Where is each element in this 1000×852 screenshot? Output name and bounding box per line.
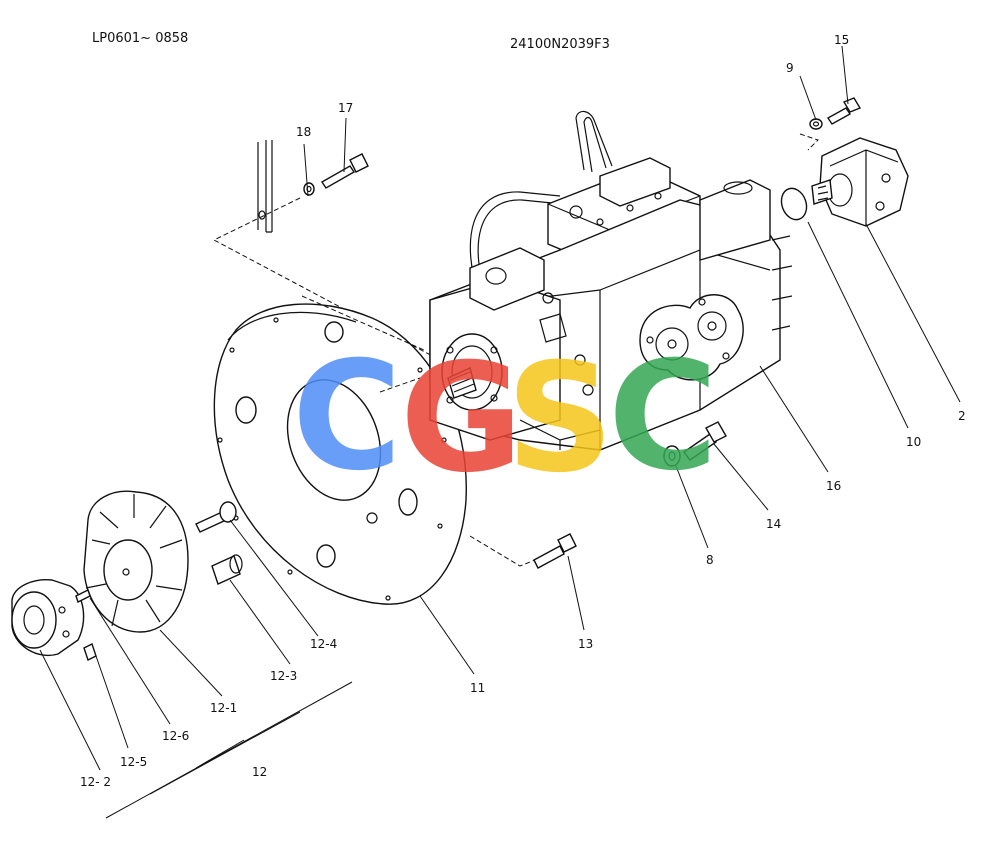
bolt-17 (321, 153, 369, 189)
bolt-14 (683, 421, 727, 461)
alignment-line-bolt13 (469, 535, 561, 567)
watermark-letter-2: G (400, 332, 523, 506)
gear-pump (811, 137, 909, 227)
watermark-letter-4: C (608, 330, 718, 504)
bolt-13 (533, 533, 577, 569)
flange-plate (213, 303, 467, 605)
serial-range: LP0601~ 0858 (92, 31, 188, 46)
callout-12-1: 12-1 (210, 701, 237, 715)
callout-12-4: 12-4 (310, 637, 337, 651)
bolt-15 (826, 97, 862, 125)
washer-18 (303, 182, 315, 196)
alignment-line-gearpump (799, 133, 819, 151)
callout-12-5: 12-5 (120, 755, 147, 769)
callout-12-2: 12- 2 (80, 775, 111, 789)
alignment-line-flange (301, 295, 425, 351)
callout-12-3: 12-3 (270, 669, 297, 683)
callout-16: 16 (826, 479, 841, 493)
callout-12: 12 (252, 765, 267, 779)
spacer-12-3 (211, 554, 243, 585)
leader-lines (39, 45, 961, 819)
callout-9: 9 (786, 61, 794, 75)
callout-11: 11 (470, 681, 485, 695)
callout-17: 17 (338, 101, 353, 115)
alignment-line-shaft (379, 377, 421, 393)
coupling-element (83, 490, 189, 633)
callout-13: 13 (578, 637, 593, 651)
callout-15: 15 (834, 33, 849, 47)
mounting-bracket (257, 140, 273, 233)
callout-8: 8 (706, 553, 714, 567)
callout-14: 14 (766, 517, 781, 531)
hub (11, 579, 85, 656)
watermark-logo: C G S C (292, 330, 718, 506)
watermark-letter-3: S (506, 332, 614, 506)
setscrew-12-6 (75, 589, 91, 603)
setscrew-12-5 (83, 643, 97, 661)
bolt-12-4 (195, 501, 237, 533)
callout-2: 2 (958, 409, 966, 423)
o-ring-10 (780, 187, 808, 221)
drawing-number: 24100N2039F3 (510, 37, 610, 52)
callout-12-6: 12-6 (162, 729, 189, 743)
main-pump-assembly (429, 110, 793, 451)
watermark-letter-1: C (292, 330, 402, 504)
callout-10: 10 (906, 435, 921, 449)
callout-18: 18 (296, 125, 311, 139)
washer-8 (663, 445, 681, 467)
washer-9 (809, 118, 823, 130)
